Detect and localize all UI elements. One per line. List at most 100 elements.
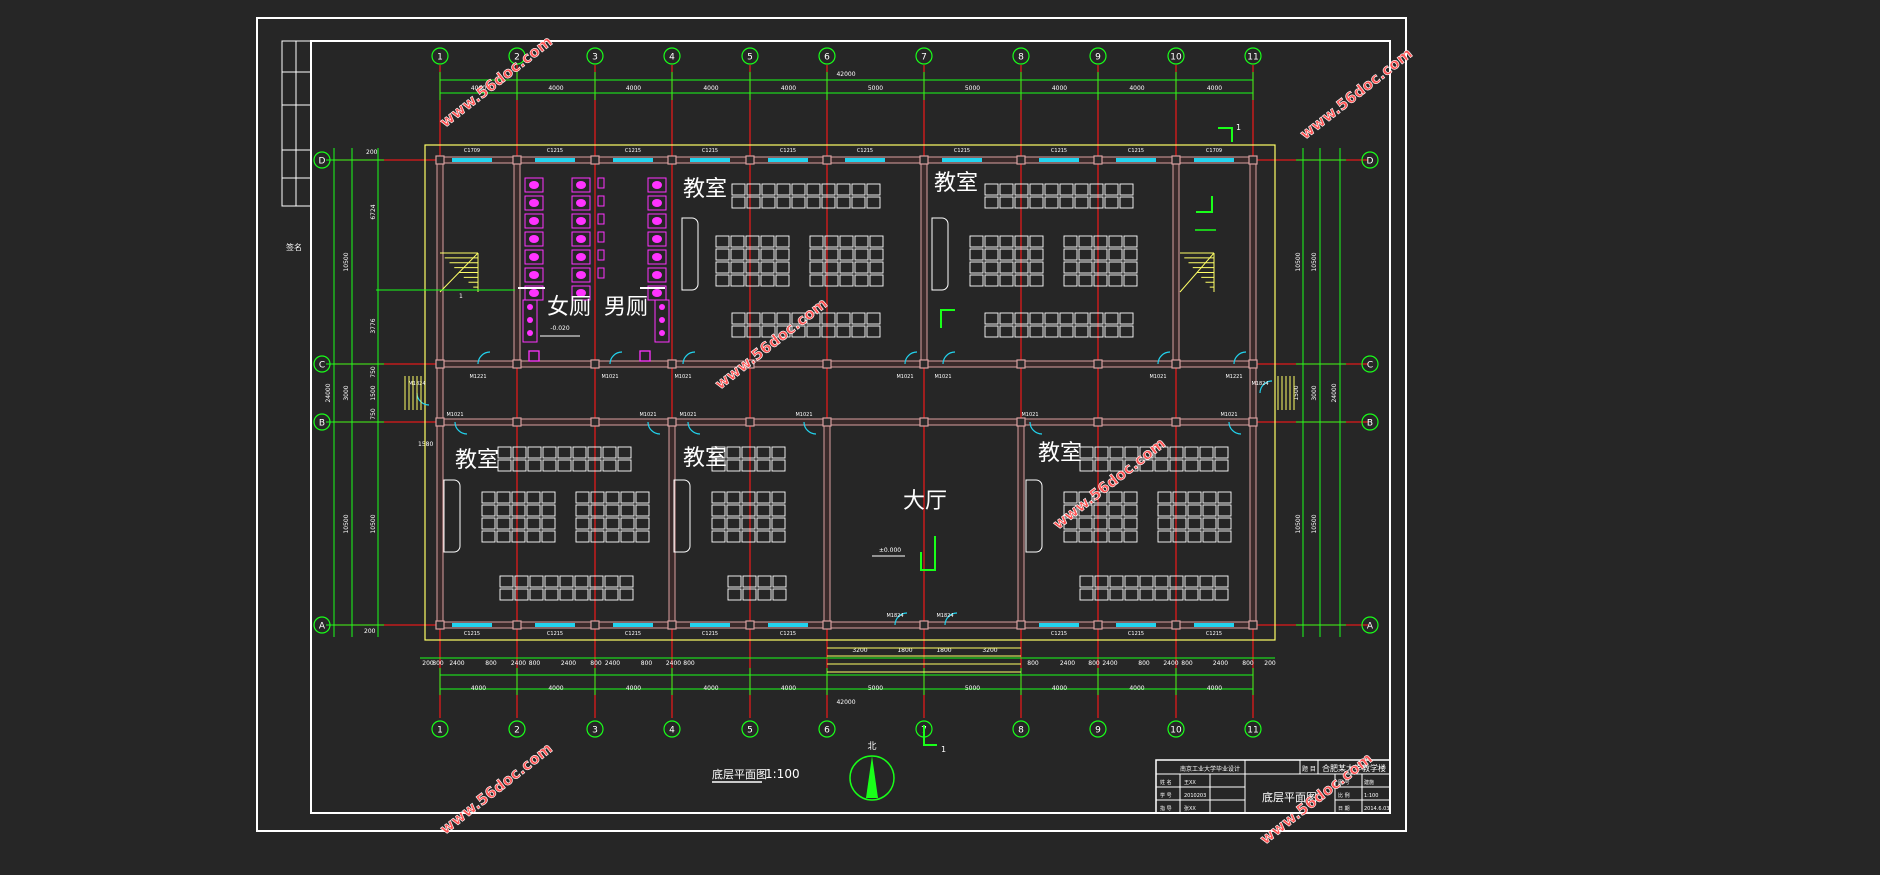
desk [1108,517,1123,530]
desk [809,248,824,261]
column [745,620,755,630]
toilet-stall [647,177,667,193]
dim-bottom-seg: 800 [529,660,541,667]
window-label-top: C1215 [625,148,641,154]
dim-bottom-seg: 2400 [561,660,576,667]
axis-label-row: B [319,419,325,429]
dim-corridor: 750 [370,408,377,420]
washbasin [527,330,533,336]
desk [1202,504,1217,517]
door-label: M1021 [795,412,812,418]
desk [1089,183,1104,196]
desk [617,459,632,472]
toilet-bowl [576,217,586,225]
desk [869,274,884,287]
desk [836,183,851,196]
dim-bottom-seg: 2400 [1102,660,1117,667]
desk [984,274,999,287]
door-swing [942,351,956,365]
desk [730,235,745,248]
desk [1202,491,1217,504]
desk [1172,530,1187,543]
desk [526,517,541,530]
window-bottom [1194,623,1234,627]
desk [1104,325,1119,338]
desk [756,517,771,530]
desk [821,183,836,196]
desk [590,530,605,543]
axis-bubble-col [586,47,604,65]
dim-bottom-bay: 4000 [1052,685,1067,692]
desk [771,459,786,472]
desk [1154,588,1169,601]
desk [821,325,836,338]
desk [602,446,617,459]
dim-top-bay: 4000 [548,85,563,92]
column [667,417,677,427]
door-swing [894,612,908,626]
desk [1079,588,1094,601]
axis-label-row: D [319,157,326,167]
desk [1029,235,1044,248]
desk [635,530,650,543]
axis-label-col: 4 [669,53,675,63]
desk [1093,517,1108,530]
desk [544,588,559,601]
desk [574,575,589,588]
desk [715,274,730,287]
axis-bubble-col [1089,47,1107,65]
desk [771,530,786,543]
desk [745,248,760,261]
desk [1108,261,1123,274]
desk [542,459,557,472]
desk [1063,261,1078,274]
desk [1029,248,1044,261]
desk [854,274,869,287]
column [1171,620,1181,630]
dim-bottom-seg: 800 [641,660,653,667]
desk [1093,261,1108,274]
window-label-bottom: C1215 [547,631,563,637]
desk [741,530,756,543]
door-swing [682,351,696,365]
column [1248,155,1258,165]
toilet-stall [647,249,667,265]
axis-bubble-col [1167,47,1185,65]
desk [526,530,541,543]
desk [1157,491,1172,504]
dim-bottom-seg: 800 [683,660,695,667]
dim-bottom-seg: 800 [590,660,602,667]
desk [1108,504,1123,517]
desk [1217,530,1232,543]
room-label-classroom: 教室 [683,177,727,202]
axis-label-row: C [1367,361,1373,371]
desk [731,196,746,209]
dim-right-span: 10500 [1295,252,1302,271]
window-label-top: C1215 [702,148,718,154]
window-label-bottom: C1215 [464,631,480,637]
desk [756,446,771,459]
window-label-bottom: C1215 [1051,631,1067,637]
room-label-classroom: 教室 [1038,441,1082,466]
axis-bubble-col [818,720,836,738]
tb-right-label: 比 例 [1338,792,1350,799]
desk [1108,248,1123,261]
toilet-stall [571,249,591,265]
desk [1199,459,1214,472]
column [1016,155,1026,165]
axis-bubble-col [508,720,526,738]
washbasin [527,317,533,323]
column [590,155,600,165]
desk [1123,248,1138,261]
desk [1119,183,1134,196]
desk [1029,325,1044,338]
desk [575,530,590,543]
desk [590,517,605,530]
lectern [673,479,691,553]
lectern [1025,479,1043,553]
desk [1187,491,1202,504]
columns [435,155,1258,630]
yellow-outline [424,144,1276,641]
dim-corridor: 1500 [1293,385,1300,400]
desk [742,575,757,588]
